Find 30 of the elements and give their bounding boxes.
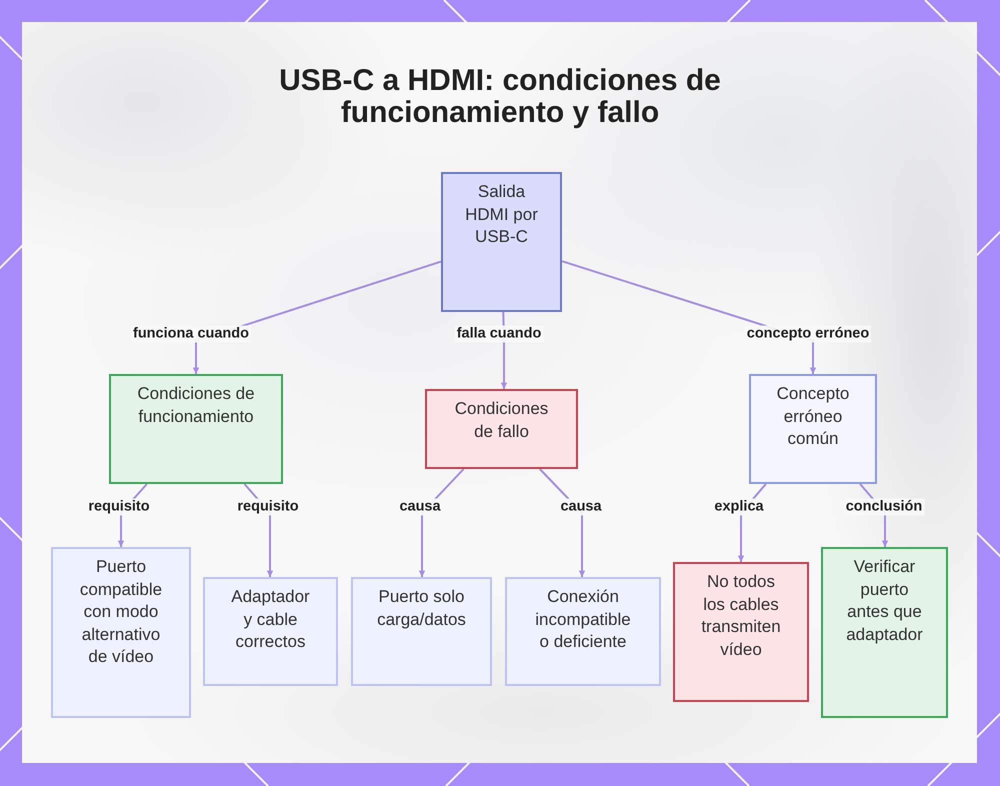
node-label: Adaptador y cable correctos xyxy=(230,586,311,654)
concept-box xyxy=(505,577,661,686)
edge-label: concepto erróneo xyxy=(744,326,872,342)
concept-box xyxy=(821,547,948,718)
edge-label: funciona cuando xyxy=(131,326,251,342)
concept-box xyxy=(351,577,492,686)
edge-label: conclusión xyxy=(844,498,924,516)
concept-box xyxy=(749,374,877,484)
node-label: Conexión incompatible o deficiente xyxy=(534,586,632,654)
edge-label: falla cuando xyxy=(454,326,544,342)
edge-label: requisito xyxy=(86,498,152,516)
concept-box xyxy=(203,577,338,686)
concept-box xyxy=(673,562,809,702)
concept-box xyxy=(109,374,283,484)
node-label: Puerto solo carga/datos xyxy=(376,586,467,631)
node-label: Condiciones de fallo xyxy=(454,398,550,443)
concept-box xyxy=(51,547,191,718)
concept-box xyxy=(425,389,578,469)
node-label: Concepto erróneo común xyxy=(776,383,850,450)
edge-label: requisito xyxy=(235,498,301,516)
node-label: Condiciones de funcionamiento xyxy=(136,383,256,428)
edge-label: causa xyxy=(558,498,604,516)
node-label: No todos los cables transmiten vídeo xyxy=(700,571,782,661)
root-concept-box xyxy=(441,172,562,312)
diagram-title: USB-C a HDMI: condiciones de funcionamiento y fallo xyxy=(278,65,722,129)
node-label: Puerto compatible con modo alternativo de vídeo xyxy=(78,556,164,668)
edge-label: causa xyxy=(397,498,443,516)
node-label: Salida HDMI por USB-C xyxy=(464,181,539,248)
node-label: Verificar puerto antes que adaptador xyxy=(845,556,924,646)
edge-label: explica xyxy=(712,498,766,516)
